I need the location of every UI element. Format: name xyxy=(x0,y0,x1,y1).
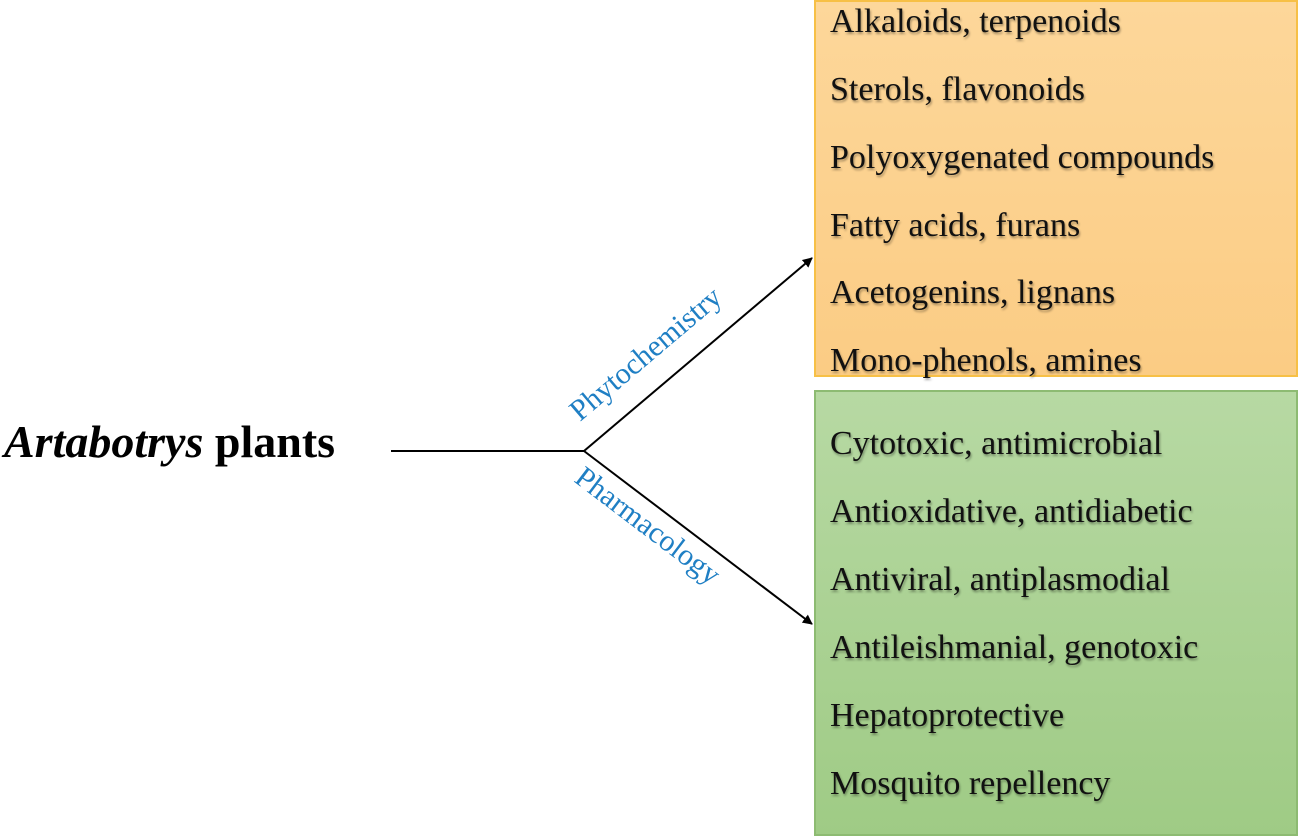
branch-label-phytochemistry: Phytochemistry xyxy=(563,280,728,427)
branch-label-pharmacology: Pharmacology xyxy=(569,460,727,591)
phytochemistry-item: Mono-phenols, amines xyxy=(830,342,1142,379)
phytochemistry-arrow xyxy=(583,257,813,452)
pharmacology-item: Antioxidative, antidiabetic xyxy=(830,493,1193,530)
pharmacology-item: Antileishmanial, genotoxic xyxy=(830,629,1199,666)
root-suffix: plants xyxy=(203,416,336,467)
root-genus: Artabotrys xyxy=(4,416,204,467)
pharmacology-item: Cytotoxic, antimicrobial xyxy=(830,425,1163,462)
pharmacology-arrow xyxy=(583,450,813,625)
pharmacology-item: Mosquito repellency xyxy=(830,765,1111,802)
phytochemistry-item: Fatty acids, furans xyxy=(830,207,1081,244)
pharmacology-item: Hepatoprotective xyxy=(830,697,1065,734)
phytochemistry-item: Acetogenins, lignans xyxy=(830,274,1116,311)
phytochemistry-item: Polyoxygenated compounds xyxy=(830,139,1215,176)
phytochemistry-box: Alkaloids, terpenoids Sterols, flavonoid… xyxy=(814,0,1298,379)
root-label: Artabotrys plants xyxy=(4,410,335,474)
phytochemistry-item: Alkaloids, terpenoids xyxy=(830,3,1121,40)
pharmacology-item: Antiviral, antiplasmodial xyxy=(830,561,1170,598)
pharmacology-box: Cytotoxic, antimicrobial Antioxidative, … xyxy=(814,390,1298,836)
phytochemistry-item: Sterols, flavonoids xyxy=(830,71,1085,108)
